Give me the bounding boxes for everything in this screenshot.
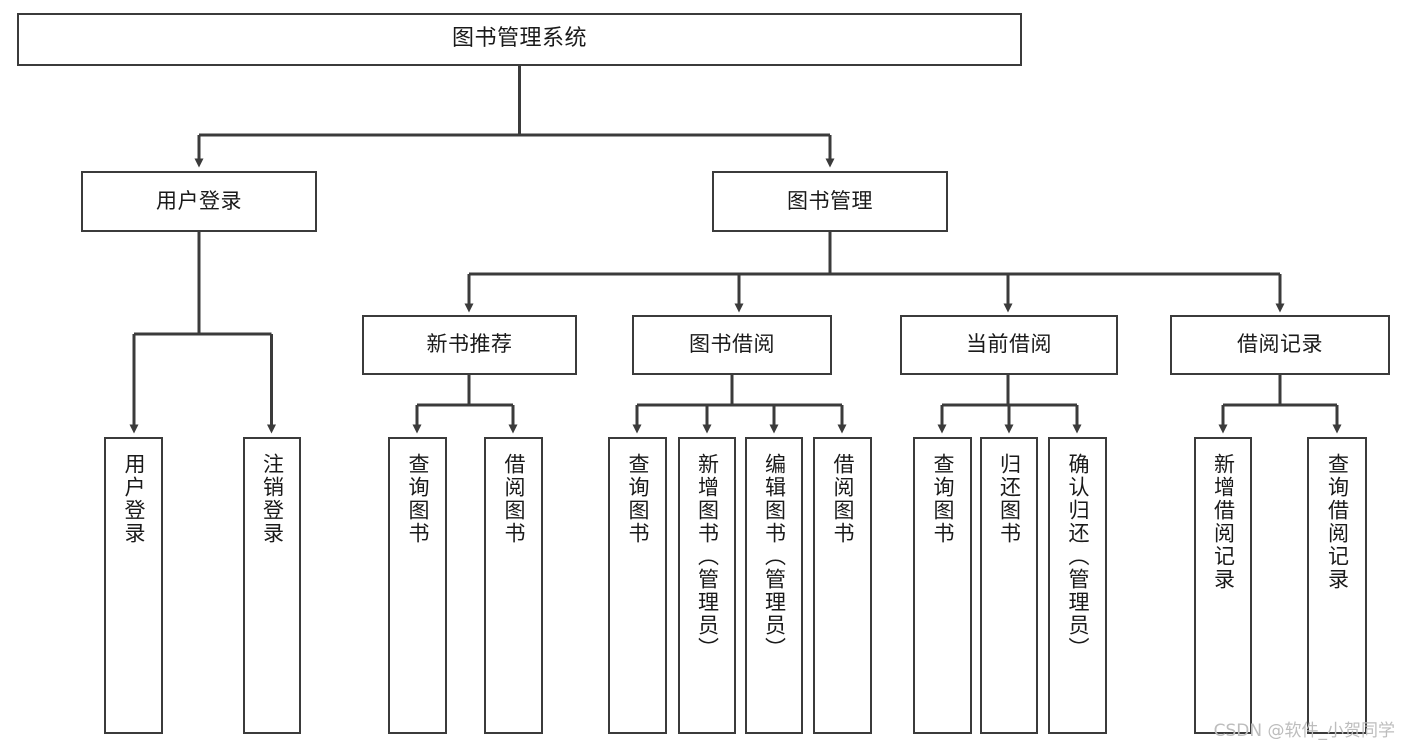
leaf-query-book-borrow[interactable]: 查询图书 (608, 437, 667, 734)
leaf-edit-book-admin-label: 编辑图书（管理员） (762, 453, 787, 660)
node-current-borrow-label: 当前借阅 (966, 332, 1052, 357)
node-new-book-recommend-label: 新书推荐 (426, 332, 513, 357)
leaf-query-book-recommend[interactable]: 查询图书 (388, 437, 447, 734)
leaf-return-book-label: 归还图书 (997, 453, 1022, 545)
leaf-borrow-book-recommend-label: 借阅图书 (501, 453, 526, 545)
node-book-borrow-label: 图书借阅 (689, 332, 775, 357)
leaf-add-borrow-record[interactable]: 新增借阅记录 (1194, 437, 1252, 734)
leaf-borrow-book-label: 借阅图书 (830, 453, 855, 545)
leaf-logout-label: 注销登录 (260, 453, 285, 545)
leaf-logout[interactable]: 注销登录 (243, 437, 301, 734)
node-new-book-recommend[interactable]: 新书推荐 (362, 315, 577, 375)
leaf-add-book-admin-label: 新增图书（管理员） (695, 453, 720, 660)
leaf-add-book-admin[interactable]: 新增图书（管理员） (678, 437, 736, 734)
node-book-management[interactable]: 图书管理 (712, 171, 948, 232)
leaf-query-book-current-label: 查询图书 (930, 453, 955, 545)
leaf-confirm-return-admin[interactable]: 确认归还（管理员） (1048, 437, 1107, 734)
leaf-confirm-return-admin-label: 确认归还（管理员） (1065, 453, 1090, 660)
node-root[interactable]: 图书管理系统 (17, 13, 1022, 66)
leaf-add-borrow-record-label: 新增借阅记录 (1211, 453, 1236, 591)
node-user-login[interactable]: 用户登录 (81, 171, 317, 232)
leaf-return-book[interactable]: 归还图书 (980, 437, 1038, 734)
node-borrow-record[interactable]: 借阅记录 (1170, 315, 1390, 375)
node-current-borrow[interactable]: 当前借阅 (900, 315, 1118, 375)
leaf-query-book-current[interactable]: 查询图书 (913, 437, 972, 734)
node-user-login-label: 用户登录 (156, 188, 242, 213)
node-borrow-record-label: 借阅记录 (1237, 332, 1323, 357)
node-root-label: 图书管理系统 (451, 26, 587, 52)
leaf-borrow-book[interactable]: 借阅图书 (813, 437, 872, 734)
leaf-borrow-book-recommend[interactable]: 借阅图书 (484, 437, 543, 734)
node-book-borrow[interactable]: 图书借阅 (632, 315, 832, 375)
watermark: CSDN @软件_小贺同学 (1213, 721, 1395, 741)
leaf-query-book-recommend-label: 查询图书 (405, 453, 430, 545)
leaf-user-login-label: 用户登录 (121, 453, 146, 545)
leaf-query-borrow-record[interactable]: 查询借阅记录 (1307, 437, 1367, 734)
leaf-user-login[interactable]: 用户登录 (104, 437, 163, 734)
leaf-query-borrow-record-label: 查询借阅记录 (1325, 453, 1350, 591)
leaf-query-book-borrow-label: 查询图书 (625, 453, 650, 545)
leaf-edit-book-admin[interactable]: 编辑图书（管理员） (745, 437, 803, 734)
node-book-management-label: 图书管理 (787, 188, 873, 213)
